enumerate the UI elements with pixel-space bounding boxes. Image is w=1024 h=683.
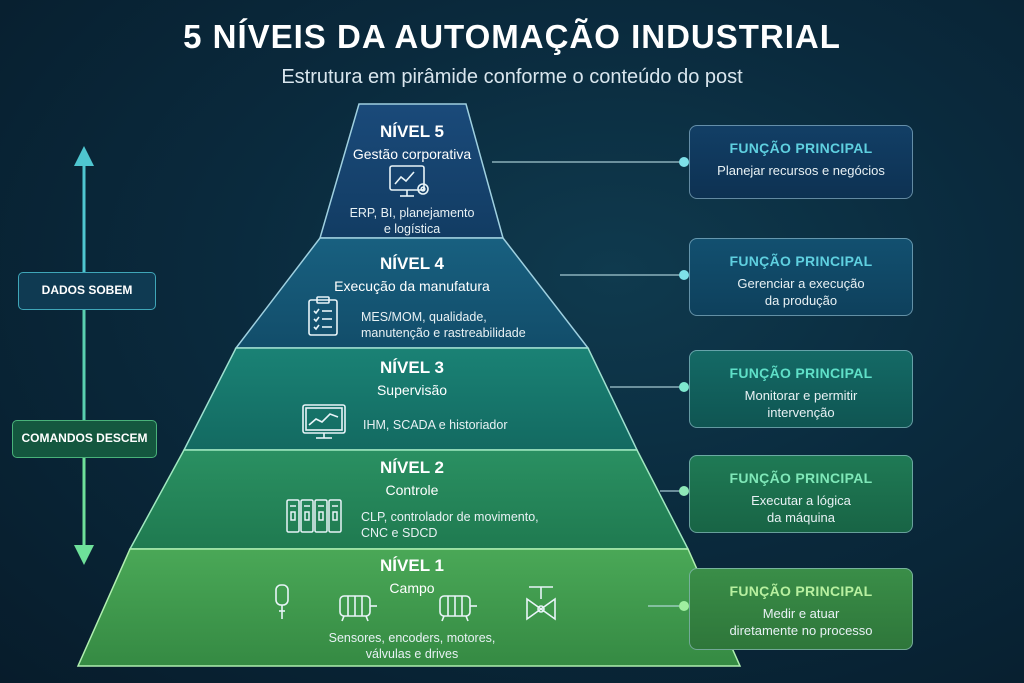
level-3-name: Supervisão xyxy=(376,382,448,398)
connector-dot-5 xyxy=(679,157,689,167)
connector-dot-2 xyxy=(679,486,689,496)
level-2-name: Controle xyxy=(385,482,439,498)
level-5-name: Gestão corporativa xyxy=(352,146,472,162)
function-header: FUNÇÃO PRINCIPAL xyxy=(729,583,873,599)
level-2-description: CLP, controlador de movimento, CNC e SDC… xyxy=(361,509,571,541)
level-2-header: NÍVEL 2 Controle xyxy=(312,458,512,498)
level-4-name: Execução da manufatura xyxy=(334,278,490,294)
arrow-down-icon xyxy=(74,545,94,565)
data-up-badge: DADOS SOBEM xyxy=(18,272,156,310)
function-box-bg-5 xyxy=(689,125,913,199)
function-box-level-3: FUNÇÃO PRINCIPAL Monitorar e permitir in… xyxy=(689,350,913,428)
function-text: Monitorar e permitir intervenção xyxy=(690,387,912,421)
level-3-description: IHM, SCADA e historiador xyxy=(363,417,563,433)
level-4-description: MES/MOM, qualidade, manutenção e rastrea… xyxy=(361,309,551,341)
function-box-level-5: FUNÇÃO PRINCIPAL Planejar recursos e neg… xyxy=(689,125,913,199)
sensor-icon xyxy=(275,584,289,619)
function-header: FUNÇÃO PRINCIPAL xyxy=(729,140,873,156)
function-header: FUNÇÃO PRINCIPAL xyxy=(729,253,873,269)
level-5-description: ERP, BI, planejamento e logística xyxy=(330,205,494,237)
arrow-up-icon xyxy=(74,146,94,166)
level-5-desc-line: ERP, BI, planejamento xyxy=(349,206,475,220)
monitor-chart-icon xyxy=(302,404,346,439)
level-5-header: NÍVEL 5 Gestão corporativa xyxy=(312,122,512,162)
level-4-desc-line: MES/MOM, qualidade, xyxy=(361,310,487,324)
level-4-header: NÍVEL 4 Execução da manufatura xyxy=(282,254,542,294)
function-header: FUNÇÃO PRINCIPAL xyxy=(729,470,873,486)
function-box-bg-1 xyxy=(689,568,913,650)
function-line: da máquina xyxy=(767,510,835,525)
connector-dot-1 xyxy=(679,601,689,611)
connector-dot-3 xyxy=(679,382,689,392)
page-subtitle: Estrutura em pirâmide conforme o conteúd… xyxy=(281,66,743,88)
valve-icon xyxy=(526,586,556,621)
motor-icon xyxy=(339,595,377,622)
level-3-desc-line: IHM, SCADA e historiador xyxy=(363,418,508,432)
function-line: Gerenciar a execução xyxy=(737,276,865,291)
function-box-level-4: FUNÇÃO PRINCIPAL Gerenciar a execução da… xyxy=(689,238,913,316)
level-4-title: NÍVEL 4 xyxy=(380,254,444,273)
level-1-title: NÍVEL 1 xyxy=(380,556,444,575)
function-line: Planejar recursos e negócios xyxy=(717,163,885,178)
level-2-desc-line: CNC e SDCD xyxy=(361,526,438,540)
level-5-title: NÍVEL 5 xyxy=(380,122,444,141)
level-1-band xyxy=(76,548,742,667)
level-1-desc-line: válvulas e drives xyxy=(365,647,459,661)
page-title: 5 NÍVEIS DA AUTOMAÇÃO INDUSTRIAL xyxy=(183,18,841,55)
function-line: da produção xyxy=(764,293,838,308)
commands-down-badge: COMANDOS DESCEM xyxy=(12,420,157,458)
function-line: diretamente no processo xyxy=(729,623,873,638)
level-2-title: NÍVEL 2 xyxy=(380,458,444,477)
function-box-level-1: FUNÇÃO PRINCIPAL Medir e atuar diretamen… xyxy=(689,568,913,650)
level-1-desc-line: Sensores, encoders, motores, xyxy=(328,631,496,645)
function-box-bg-4 xyxy=(689,238,913,316)
connector-dot-4 xyxy=(679,270,689,280)
function-line: Executar a lógica xyxy=(751,493,851,508)
function-line: Monitorar e permitir xyxy=(744,388,858,403)
function-box-bg-2 xyxy=(689,455,913,533)
level-4-desc-line: manutenção e rastreabilidade xyxy=(361,326,526,340)
function-line: intervenção xyxy=(767,405,835,420)
function-text: Planejar recursos e negócios xyxy=(690,162,912,179)
level-2-desc-line: CLP, controlador de movimento, xyxy=(361,510,539,524)
function-text: Gerenciar a execução da produção xyxy=(690,275,912,309)
function-box-bg-3 xyxy=(689,350,913,428)
clipboard-checklist-icon xyxy=(308,296,338,336)
function-text: Medir e atuar diretamente no processo xyxy=(690,605,912,639)
level-1-description: Sensores, encoders, motores, válvulas e … xyxy=(300,630,524,662)
plc-modules-icon xyxy=(286,499,342,533)
level-5-desc-line: e logística xyxy=(383,222,441,236)
monitor-gear-icon xyxy=(389,165,429,197)
function-box-level-2: FUNÇÃO PRINCIPAL Executar a lógica da má… xyxy=(689,455,913,533)
function-header: FUNÇÃO PRINCIPAL xyxy=(729,365,873,381)
level-3-header: NÍVEL 3 Supervisão xyxy=(312,358,512,398)
function-text: Executar a lógica da máquina xyxy=(690,492,912,526)
level-3-title: NÍVEL 3 xyxy=(380,358,444,377)
level-1-name: Campo xyxy=(389,580,435,596)
function-line: Medir e atuar xyxy=(762,606,840,621)
level-1-header: NÍVEL 1 Campo xyxy=(312,556,512,596)
motor-icon xyxy=(439,595,477,622)
